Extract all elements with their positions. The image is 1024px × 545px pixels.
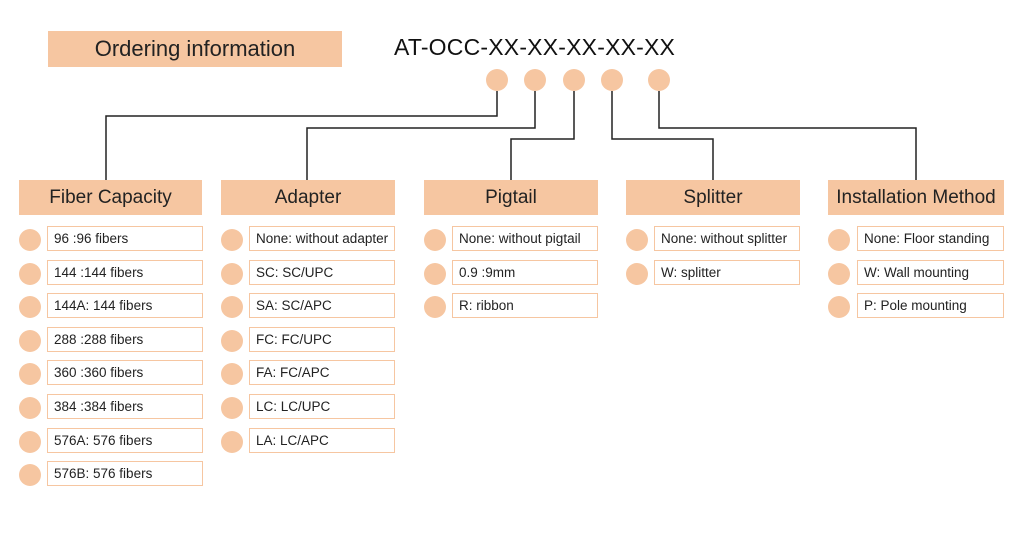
option-adapter: SC: SC/UPC bbox=[249, 260, 395, 285]
header-splitter: Splitter bbox=[626, 180, 800, 215]
code-segment-marker-3 bbox=[563, 69, 585, 91]
code-segment-marker-2 bbox=[524, 69, 546, 91]
option-marker-splitter bbox=[626, 228, 648, 251]
option-marker-fiber-capacity bbox=[19, 463, 41, 486]
option-fiber-capacity: 576A: 576 fibers bbox=[47, 428, 203, 453]
option-marker-fiber-capacity bbox=[19, 430, 41, 453]
header-adapter: Adapter bbox=[221, 180, 395, 215]
connector-pigtail bbox=[510, 91, 575, 180]
option-fiber-capacity: 288 :288 fibers bbox=[47, 327, 203, 352]
option-installation-method: P: Pole mounting bbox=[857, 293, 1004, 318]
option-marker-pigtail bbox=[424, 228, 446, 251]
connector-installation-method bbox=[658, 91, 917, 180]
option-fiber-capacity: 144A: 144 fibers bbox=[47, 293, 203, 318]
connector-fiber-capacity bbox=[105, 91, 498, 180]
option-marker-adapter bbox=[221, 430, 243, 453]
connector-splitter bbox=[611, 91, 714, 180]
option-installation-method: None: Floor standing bbox=[857, 226, 1004, 251]
option-marker-adapter bbox=[221, 329, 243, 352]
option-marker-adapter bbox=[221, 295, 243, 318]
option-adapter: FA: FC/APC bbox=[249, 360, 395, 385]
header-fiber-capacity: Fiber Capacity bbox=[19, 180, 202, 215]
option-fiber-capacity: 576B: 576 fibers bbox=[47, 461, 203, 486]
option-marker-adapter bbox=[221, 396, 243, 419]
option-pigtail: R: ribbon bbox=[452, 293, 598, 318]
header-pigtail: Pigtail bbox=[424, 180, 598, 215]
option-marker-fiber-capacity bbox=[19, 362, 41, 385]
option-marker-splitter bbox=[626, 262, 648, 285]
option-adapter: LA: LC/APC bbox=[249, 428, 395, 453]
option-fiber-capacity: 360 :360 fibers bbox=[47, 360, 203, 385]
code-segment-marker-5 bbox=[648, 69, 670, 91]
option-adapter: SA: SC/APC bbox=[249, 293, 395, 318]
option-marker-adapter bbox=[221, 228, 243, 251]
option-marker-fiber-capacity bbox=[19, 396, 41, 419]
option-marker-installation-method bbox=[828, 295, 850, 318]
ordering-information-title: Ordering information bbox=[48, 31, 342, 67]
option-marker-adapter bbox=[221, 262, 243, 285]
option-splitter: W: splitter bbox=[654, 260, 800, 285]
option-marker-pigtail bbox=[424, 262, 446, 285]
code-segment-marker-1 bbox=[486, 69, 508, 91]
option-installation-method: W: Wall mounting bbox=[857, 260, 1004, 285]
option-marker-installation-method bbox=[828, 228, 850, 251]
option-adapter: FC: FC/UPC bbox=[249, 327, 395, 352]
option-pigtail: None: without pigtail bbox=[452, 226, 598, 251]
option-marker-pigtail bbox=[424, 295, 446, 318]
option-marker-fiber-capacity bbox=[19, 262, 41, 285]
option-pigtail: 0.9 :9mm bbox=[452, 260, 598, 285]
model-code: AT-OCC-XX-XX-XX-XX-XX bbox=[394, 34, 676, 60]
header-installation-method: Installation Method bbox=[828, 180, 1004, 215]
option-adapter: LC: LC/UPC bbox=[249, 394, 395, 419]
option-marker-adapter bbox=[221, 362, 243, 385]
option-fiber-capacity: 96 :96 fibers bbox=[47, 226, 203, 251]
option-fiber-capacity: 144 :144 fibers bbox=[47, 260, 203, 285]
option-adapter: None: without adapter bbox=[249, 226, 395, 251]
connector-adapter bbox=[306, 91, 536, 180]
option-splitter: None: without splitter bbox=[654, 226, 800, 251]
option-marker-fiber-capacity bbox=[19, 295, 41, 318]
option-marker-installation-method bbox=[828, 262, 850, 285]
option-marker-fiber-capacity bbox=[19, 228, 41, 251]
option-fiber-capacity: 384 :384 fibers bbox=[47, 394, 203, 419]
code-segment-marker-4 bbox=[601, 69, 623, 91]
option-marker-fiber-capacity bbox=[19, 329, 41, 352]
